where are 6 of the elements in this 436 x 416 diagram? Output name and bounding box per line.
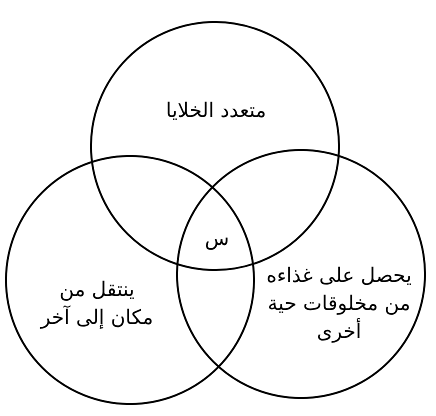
- circle-label: يحصل على غذاءه من مخلوقات حية أخرى: [265, 262, 413, 345]
- region-label: س: [204, 225, 230, 252]
- circle-label: متعدد الخلايا: [166, 97, 266, 124]
- circle-label: ينتقل من مكان إلى آخر: [38, 276, 154, 331]
- venn-circle: [176, 149, 426, 399]
- venn-circle: [5, 155, 255, 405]
